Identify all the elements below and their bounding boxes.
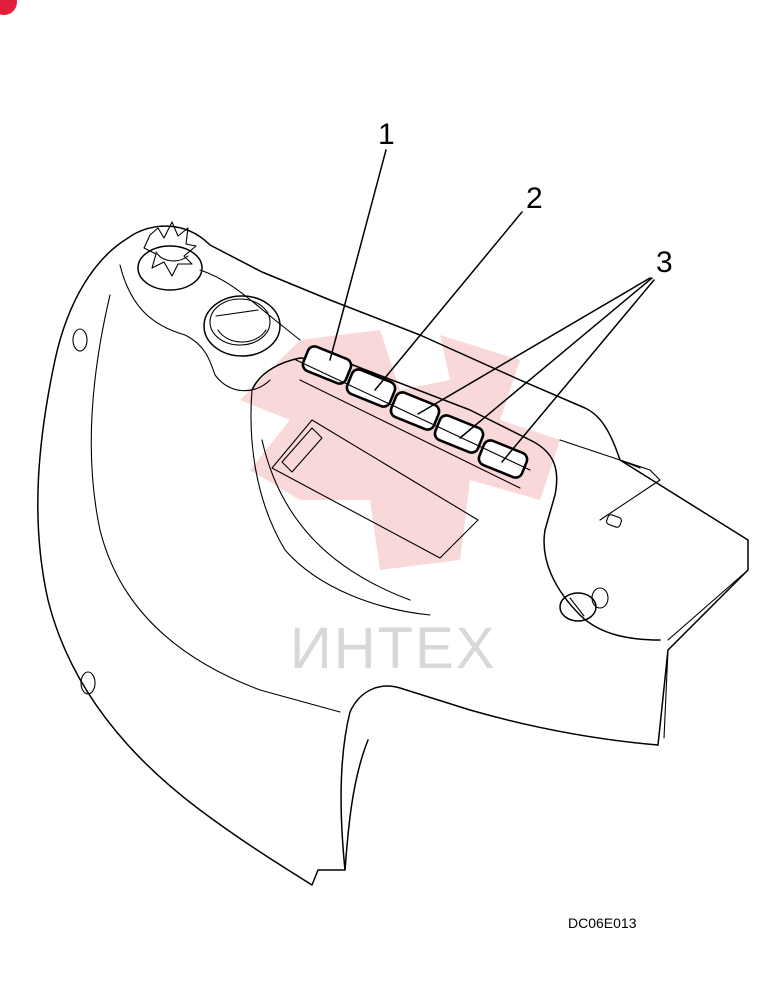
leader-lines	[329, 149, 655, 463]
switch-button-2	[345, 368, 397, 408]
switch-row	[295, 345, 531, 489]
throttle-knob-icon	[137, 221, 203, 291]
drawing-code: DC06E013	[568, 915, 637, 931]
ignition-key-icon	[559, 587, 609, 622]
switch-button-3	[389, 391, 441, 431]
callout-3: 3	[656, 246, 673, 279]
callout-1: 1	[378, 118, 395, 151]
switch-button-4	[433, 414, 485, 454]
console-body	[37, 225, 749, 886]
corner-mark	[0, 0, 17, 15]
callout-2: 2	[526, 182, 543, 215]
watermark-text: ИНТЕХ	[290, 616, 496, 681]
engine-control-dial-icon	[203, 295, 281, 357]
